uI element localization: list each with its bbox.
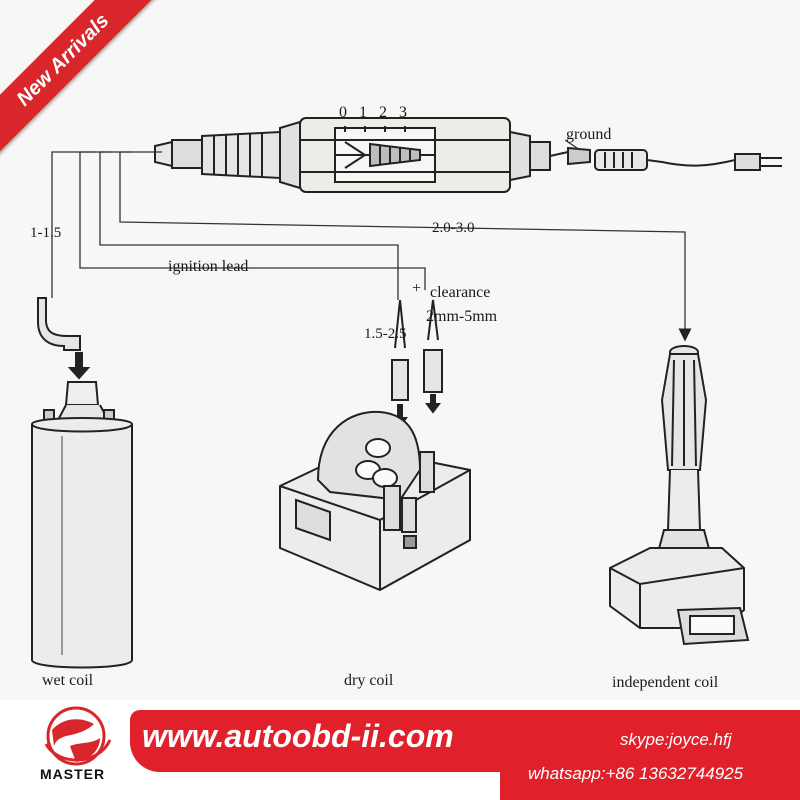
- clearance-label: clearance: [430, 284, 491, 301]
- website-link[interactable]: www.autoobd-ii.com: [142, 718, 454, 754]
- scale-tick-3: 3: [399, 104, 407, 121]
- diagram-drawing: [31, 117, 782, 669]
- dry-coil-caption: dry coil: [344, 672, 394, 689]
- dry-range-label: 1.5-2.5: [364, 326, 407, 342]
- independent-coil: [609, 345, 750, 646]
- skype-contact: skype:joyce.hfj: [620, 730, 732, 749]
- clearance-range-label: 2mm-5mm: [426, 308, 498, 325]
- independent-range-label: 2.0-3.0: [432, 220, 475, 236]
- ignition-lead-label: ignition lead: [168, 258, 249, 275]
- scale-tick-0: 0: [339, 104, 347, 121]
- wet-coil-caption: wet coil: [42, 672, 94, 689]
- spark-tester: [154, 117, 782, 193]
- footer-red-bar-extension: [500, 710, 800, 800]
- wet-coil: [31, 297, 133, 669]
- whatsapp-contact: whatsapp:+86 13632744925: [528, 764, 744, 783]
- wet-range-label: 1-1.5: [30, 225, 62, 241]
- plus-label: +: [412, 280, 422, 297]
- footer-banner: MASTER www.autoobd-ii.com skype:joyce.hf…: [0, 700, 800, 800]
- scale-tick-2: 2: [379, 104, 387, 121]
- dry-coil: [279, 299, 471, 592]
- brand-name: MASTER: [40, 766, 106, 782]
- independent-coil-caption: independent coil: [612, 674, 719, 691]
- leader-lines: [51, 139, 692, 342]
- ground-label: ground: [566, 126, 612, 143]
- globe-icon: [44, 706, 112, 766]
- scale-tick-1: 1: [359, 104, 367, 121]
- master-logo: MASTER: [18, 700, 133, 800]
